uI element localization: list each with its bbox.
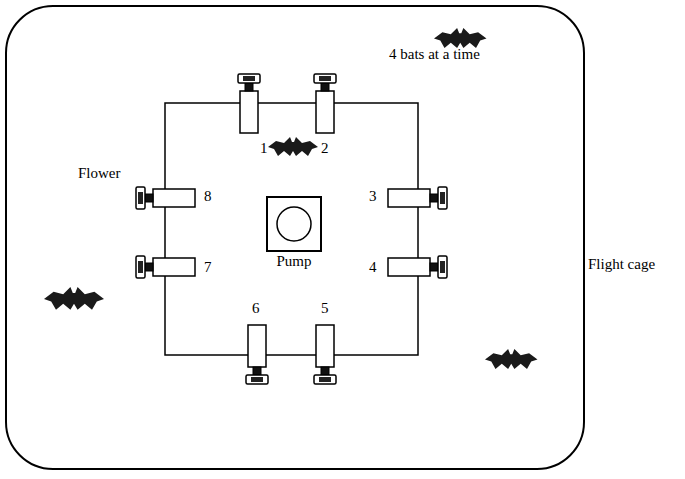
flower-neck [321, 83, 329, 91]
flower-cap [136, 256, 145, 278]
flower-cap-band [440, 192, 445, 204]
bat-silhouette [485, 349, 538, 369]
flower-neck [253, 367, 261, 375]
callout-number: 6 [252, 300, 260, 317]
flight-cage: Flight cagePump [5, 5, 585, 470]
callout-number: 1 [260, 140, 268, 157]
flower-cap [136, 187, 145, 209]
flower-tube [153, 258, 195, 276]
flower-cap [314, 74, 336, 83]
flower-neck [321, 367, 329, 375]
flower-feeder [136, 187, 195, 209]
pump-circle [277, 207, 311, 241]
pump-box: Pump [266, 196, 322, 252]
flower-cap [438, 256, 447, 278]
flower-cap [246, 375, 268, 384]
flower-feeder [388, 187, 447, 209]
flower-group [136, 74, 447, 384]
flower-feeder [314, 74, 336, 133]
bat-silhouette [44, 287, 104, 310]
callout-number: 7 [204, 259, 212, 276]
flower-feeder [314, 325, 336, 384]
node-label: Pump [276, 253, 311, 270]
flower-feeder [136, 256, 195, 278]
flower-cap [238, 74, 260, 83]
node-label: Flight cage [588, 256, 655, 273]
bat-silhouette [268, 137, 318, 156]
flower-tube [240, 91, 258, 133]
flower-tube [316, 91, 334, 133]
flower-tube [316, 325, 334, 367]
flower-neck [145, 263, 153, 271]
flower-cap-band [319, 377, 331, 382]
flower-cap-band [251, 377, 263, 382]
callout-number: 2 [321, 140, 329, 157]
flower-tube [153, 189, 195, 207]
pump-outline [268, 198, 320, 250]
bat-silhouette [434, 28, 487, 48]
part-label: Flower [78, 165, 121, 182]
flower-tube [388, 189, 430, 207]
flower-cap-band [243, 76, 255, 81]
flower-feeder [246, 325, 268, 384]
flower-tube [388, 258, 430, 276]
flower-cap-band [440, 261, 445, 273]
flower-neck [245, 83, 253, 91]
bat-group [44, 28, 538, 369]
flower-cap-band [138, 192, 143, 204]
caption-note: 4 bats at a time [389, 46, 480, 63]
flower-cap-band [138, 261, 143, 273]
callout-number: 8 [204, 188, 212, 205]
flower-cap [314, 375, 336, 384]
flower-cap-band [319, 76, 331, 81]
flower-feeder [388, 256, 447, 278]
flower-cap [438, 187, 447, 209]
callout-number: 3 [369, 188, 377, 205]
callout-number: 4 [369, 259, 377, 276]
feeder-frame [165, 103, 418, 355]
callout-number: 5 [321, 300, 329, 317]
flower-tube [248, 325, 266, 367]
flower-feeder [238, 74, 260, 133]
flower-neck [430, 263, 438, 271]
flower-neck [145, 194, 153, 202]
flower-neck [430, 194, 438, 202]
